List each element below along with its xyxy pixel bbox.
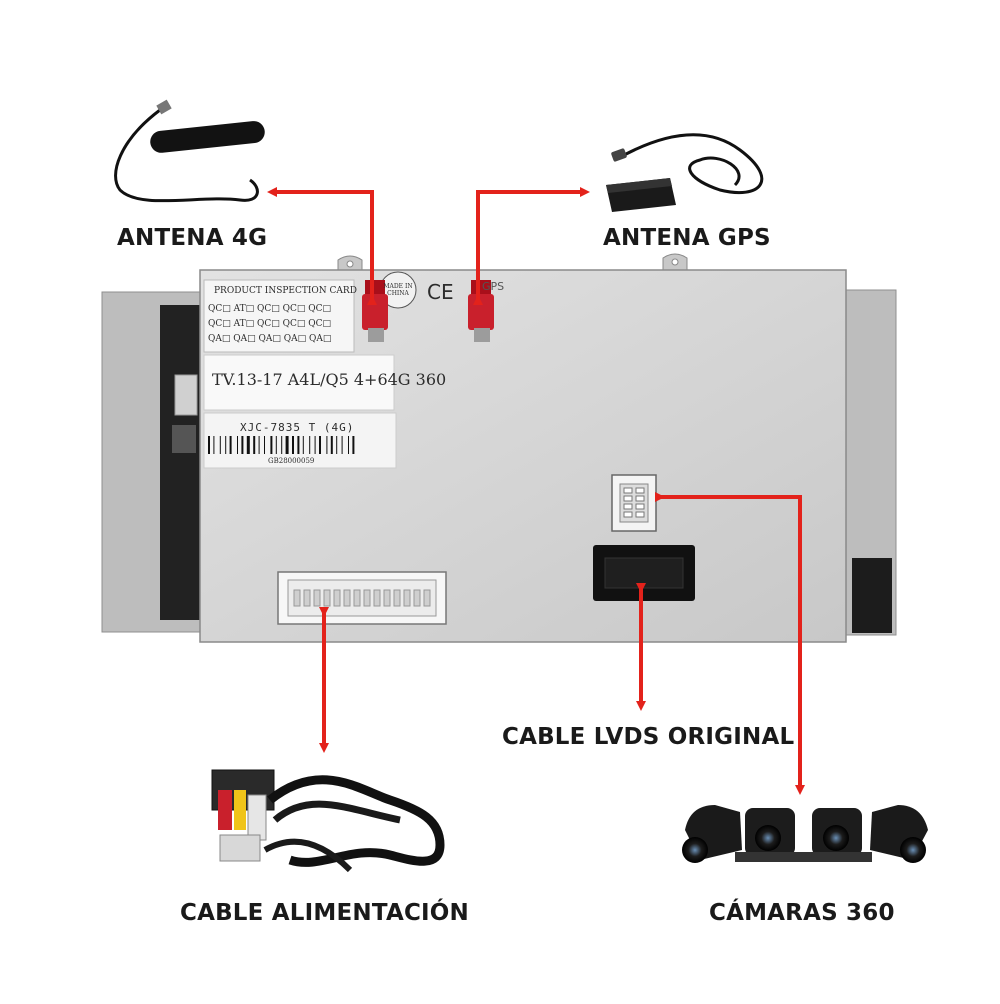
power-harness-image (211, 769, 445, 873)
power-port-pin (383, 589, 391, 607)
camera-3 (802, 808, 872, 862)
barcode-bar (264, 436, 265, 454)
barcode-bar (330, 436, 333, 454)
barcode-bar (285, 436, 289, 454)
part-number: XJC-7835 T (4G) (240, 421, 355, 434)
label-cable-alimentacion: CABLE ALIMENTACIÓN (180, 900, 469, 926)
barcode-bar (270, 436, 273, 454)
qc-row-1: QC□ AT□ QC□ QC□ QC□ (208, 304, 332, 314)
power-port-pin (333, 589, 341, 607)
inspection-card-title: PRODUCT INSPECTION CARD (214, 286, 357, 296)
barcode-bar (246, 436, 250, 454)
lvds-port (593, 545, 695, 601)
camera-port-pin (623, 503, 633, 510)
camera-port-pin (635, 495, 645, 502)
label-cable-lvds: CABLE LVDS ORIGINAL (502, 724, 795, 750)
power-port-pin (303, 589, 311, 607)
power-port-pin (363, 589, 371, 607)
made-in-china-badge: MADE IN CHINA (383, 283, 413, 297)
barcode-bar (229, 436, 232, 454)
power-port-pin (323, 589, 331, 607)
barcode (208, 436, 355, 454)
barcode-bar (219, 436, 221, 454)
power-port-pin (353, 589, 361, 607)
power-port-pin (293, 589, 301, 607)
power-port-pin (413, 589, 421, 607)
power-port-pin (403, 589, 411, 607)
antenna-gps-image (606, 133, 764, 212)
power-port-pin (393, 589, 401, 607)
barcode-bar (309, 436, 311, 454)
barcode-bar (319, 436, 321, 454)
camera-port-pin (635, 503, 645, 510)
barcode-bar (237, 436, 238, 454)
antenna-4g-image (114, 99, 265, 203)
power-port-pin (343, 589, 351, 607)
barcode-bar (302, 436, 304, 454)
barcode-bar (348, 436, 349, 454)
arrow-gps (473, 187, 590, 305)
camera-port-pin (623, 495, 633, 502)
serial-number: GB28000059 (268, 457, 315, 465)
barcode-bar (281, 436, 283, 454)
barcode-bar (225, 436, 227, 454)
callout-arrows (267, 187, 805, 795)
ce-mark: CE (427, 280, 454, 304)
power-port-pin (373, 589, 381, 607)
qc-row-2: QC□ AT□ QC□ QC□ QC□ (208, 319, 332, 329)
barcode-bar (326, 436, 328, 454)
arrow-4g (267, 187, 377, 305)
power-port-pin (423, 589, 431, 607)
barcode-bar (297, 436, 300, 454)
arrow-cameras (655, 492, 805, 795)
power-port (277, 571, 447, 625)
power-port-pin (313, 589, 321, 607)
barcode-bar (258, 436, 260, 454)
camera-port-pin (635, 511, 645, 518)
label-camaras-360: CÁMARAS 360 (709, 900, 895, 926)
camera-port-pin (635, 487, 645, 494)
camera-2 (735, 808, 805, 862)
barcode-bar (253, 436, 256, 454)
barcode-bar (292, 436, 294, 454)
camera-port-pin (623, 487, 633, 494)
barcode-bar (208, 436, 210, 454)
barcode-bar (314, 436, 316, 454)
label-antena-4g: ANTENA 4G (117, 225, 268, 251)
barcode-bar (241, 436, 244, 454)
camera-4 (870, 805, 928, 863)
gps-port-mark: GPS (482, 280, 505, 293)
cameras-360-image (682, 805, 928, 863)
barcode-bar (275, 436, 277, 454)
camera-port-pin (623, 511, 633, 518)
camera-port (611, 474, 657, 532)
qc-row-3: QA□ QA□ QA□ QA□ QA□ (208, 334, 332, 344)
barcode-bar (352, 436, 355, 454)
model-label: TV.13-17 A4L/Q5 4+64G 360 (212, 370, 447, 389)
camera-1 (682, 805, 742, 863)
barcode-bar (341, 436, 343, 454)
barcode-bar (336, 436, 338, 454)
label-antena-gps: ANTENA GPS (603, 225, 771, 251)
barcode-bar (213, 436, 215, 454)
